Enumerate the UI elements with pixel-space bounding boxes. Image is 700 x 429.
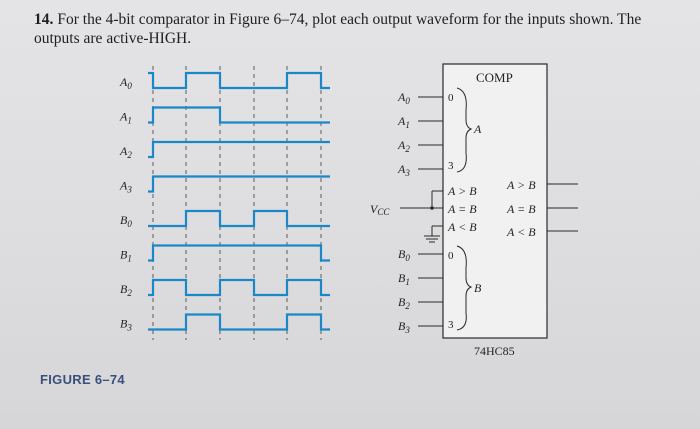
waveform-b2	[148, 278, 330, 297]
waveform-a2	[148, 140, 330, 159]
question-number: 14.	[34, 11, 54, 28]
waveform-b1	[148, 244, 330, 262]
pin-label-b0: B0	[398, 247, 410, 263]
waveform-b0	[148, 209, 330, 228]
pin-label-b3: B3	[398, 319, 410, 335]
bus-a-label: A	[473, 122, 482, 136]
bus-a-start: 0	[448, 92, 454, 104]
bus-b-end: 3	[448, 319, 454, 331]
pin-label-b1: B1	[398, 271, 410, 287]
bus-a-bracket	[456, 87, 473, 173]
question-text: 14.For the 4-bit comparator in Figure 6–…	[34, 10, 684, 48]
output-label-lt: A < B	[506, 225, 536, 239]
waveform-a0	[148, 71, 330, 90]
cascade-input-eq: A = B	[447, 202, 477, 216]
pin-label-b2: B2	[398, 295, 410, 311]
output-label-eq: A = B	[506, 202, 536, 216]
cascade-input-lt: A < B	[447, 220, 477, 234]
bus-b-label: B	[474, 281, 482, 295]
signal-label-b1: B1	[120, 248, 132, 264]
pin-label-a3: A3	[397, 162, 410, 178]
output-label-gt: A > B	[506, 178, 536, 192]
ground-symbol	[424, 235, 440, 243]
vcc-junction	[430, 206, 434, 210]
figure-label: FIGURE 6–74	[40, 372, 125, 387]
signal-label-a3: A3	[119, 179, 132, 195]
comparator-schematic: COMP 74HC85 0 3 A 0 3 B A > B A = B A < …	[370, 63, 578, 358]
comparator-title: COMP	[476, 70, 513, 85]
signal-label-b2: B2	[120, 282, 132, 298]
signal-label-b0: B0	[120, 213, 132, 229]
comparator-box	[442, 63, 548, 339]
pin-label-a0: A0	[397, 90, 410, 106]
pin-label-a2: A2	[397, 138, 410, 154]
signal-label-b3: B3	[120, 317, 132, 333]
waveform-b3	[148, 313, 330, 331]
bus-b-bracket	[456, 245, 473, 331]
bus-a-end: 3	[448, 160, 454, 172]
signal-label-a2: A2	[119, 144, 132, 160]
signal-label-a0: A0	[119, 75, 132, 91]
signal-label-a1: A1	[119, 110, 132, 126]
comparator-part-number: 74HC85	[474, 344, 515, 358]
waveform-a3	[148, 175, 330, 193]
waveform-a1	[148, 106, 330, 124]
cascade-input-gt: A > B	[447, 184, 477, 198]
vcc-label: VCC	[370, 202, 390, 217]
question-body: For the 4-bit comparator in Figure 6–74,…	[34, 11, 642, 47]
pin-label-a1: A1	[397, 114, 410, 130]
bus-b-start: 0	[448, 250, 454, 262]
